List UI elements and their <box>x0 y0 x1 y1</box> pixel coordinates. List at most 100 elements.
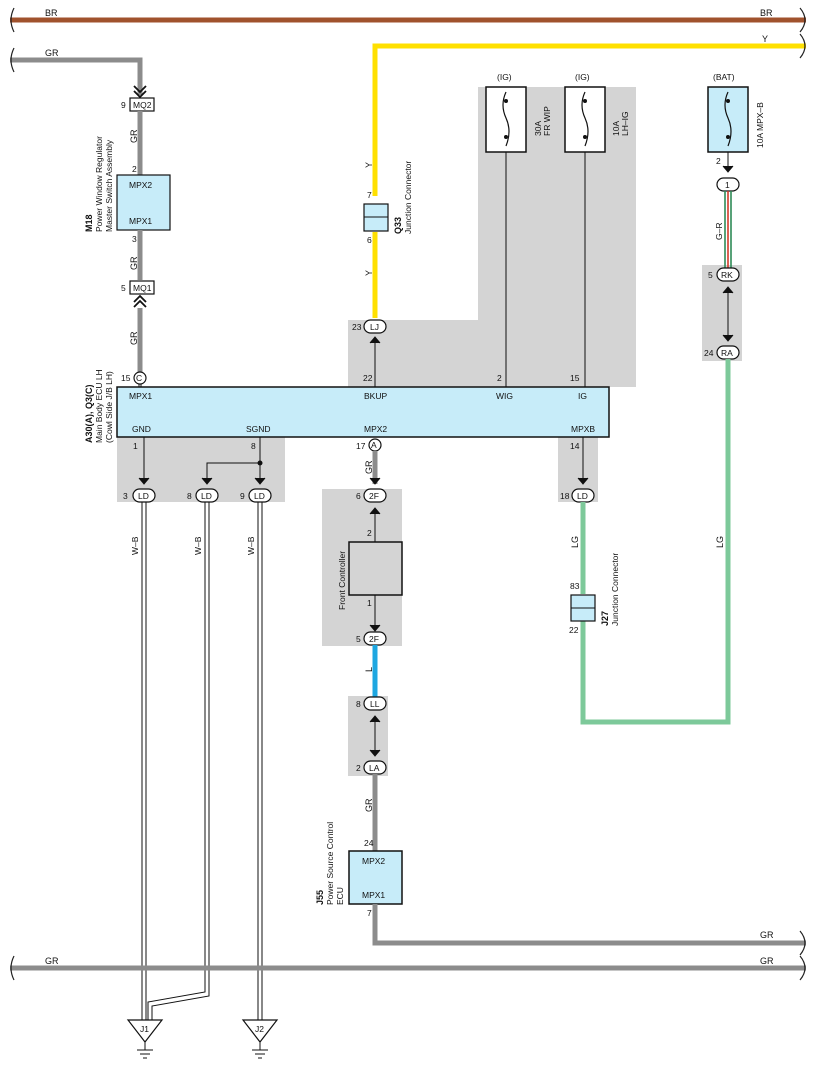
m18-pin-bot: MPX1 <box>129 216 152 226</box>
conn-ld3 <box>248 488 272 503</box>
j55-pin-bot: MPX1 <box>362 890 385 900</box>
fuse2-name-line1: 10A <box>611 121 621 136</box>
q33-code: Q33 <box>393 217 403 234</box>
y-q33-bot-label: Y <box>364 270 374 276</box>
ecu-term-gnd: GND <box>132 424 151 434</box>
j55-code: J55 <box>315 890 325 905</box>
ecu-mpx1-num: 15 <box>121 373 131 383</box>
conn-ld3-num: 9 <box>240 491 245 501</box>
fuse2-name-line2: LH–IG <box>620 111 630 136</box>
conn-ld1-label: LD <box>138 491 149 501</box>
br-bus: BR BR <box>10 7 806 33</box>
fuse-fr-wip: (IG) 30A FR WIP <box>485 72 552 387</box>
fuse-lh-ig: (IG) 10A LH–IG <box>564 72 630 387</box>
fc-pin-bot: 1 <box>367 598 372 608</box>
ecu-ig-num: 15 <box>570 373 580 383</box>
lg-j27-label: LG <box>570 536 580 548</box>
conn-2f-bot-label: 2F <box>369 634 379 644</box>
q33-pin-bot: 6 <box>367 235 372 245</box>
q33-section: Y 7 6 Q33 Junction Connector Y LJ 23 <box>352 161 413 387</box>
mq1-connector <box>129 280 155 295</box>
gr-j55-label: GR <box>364 798 374 812</box>
ecu-term-sgnd: SGND <box>246 424 271 434</box>
conn-ra-num: 24 <box>704 348 714 358</box>
ecu-gnd-num: 1 <box>133 441 138 451</box>
gr-m18-top-label: GR <box>129 129 139 143</box>
fuse3-name: 10A MPX–B <box>755 102 765 148</box>
conn-ra-label: RA <box>721 348 733 358</box>
j55-name-line1: Power Source Control <box>325 822 335 905</box>
ecu-term-mpxb: MPXB <box>571 424 595 434</box>
br-right-label: BR <box>760 8 773 18</box>
conn-one-label: 1 <box>725 180 730 190</box>
fuse1-name-line1: 30A <box>533 121 543 136</box>
conn-lj-num: 23 <box>352 322 362 332</box>
conn-ld1 <box>132 488 156 503</box>
conn-la-label: LA <box>369 763 380 773</box>
q33-pin-top: 7 <box>367 190 372 200</box>
lg-right-label: LG <box>715 536 725 548</box>
ecu-mpxb-num: 14 <box>570 441 580 451</box>
m18-pin-num-bot: 3 <box>132 234 137 244</box>
fuse3-top-label: (BAT) <box>713 72 735 82</box>
front-controller-section: 17 A GR 2F 6 2 Front Controller 1 2F 5 L… <box>337 438 403 775</box>
conn-lj-label: LJ <box>370 322 379 332</box>
j27-pin-top: 83 <box>570 581 580 591</box>
m18-name-line1: Power Window Regulator <box>94 136 104 232</box>
conn-2f-top-num: 6 <box>356 491 361 501</box>
conn-2f-top-label: 2F <box>369 491 379 501</box>
wb1-label: W–B <box>130 536 140 555</box>
m18-section: MQ2 9 GR 2 MPX2 MPX1 3 GR MQ1 5 GR M18 P… <box>84 85 171 372</box>
l-blue-label: L <box>364 667 374 672</box>
gr-bus-left-label: GR <box>45 956 59 966</box>
j55-pin-top: MPX2 <box>362 856 385 866</box>
wb3-label: W–B <box>246 536 256 555</box>
gr-m18-bot-label: GR <box>129 331 139 345</box>
fuse1-name-line2: FR WIP <box>542 106 552 136</box>
mq2-num: 9 <box>121 100 126 110</box>
q33-name: Junction Connector <box>403 161 413 234</box>
ecu-term-wig: WIG <box>496 391 513 401</box>
fc-pin-top: 2 <box>367 528 372 538</box>
g-r-label: G–R <box>714 223 724 240</box>
br-left-label: BR <box>45 8 58 18</box>
gr-bottom-right-label: GR <box>760 930 774 940</box>
fuse2-top-label: (IG) <box>575 72 590 82</box>
conn-2f-top <box>363 488 387 503</box>
gr-top-label: GR <box>45 48 59 58</box>
y-wire: Y <box>372 33 806 318</box>
ecu-term-mpx2: MPX2 <box>364 424 387 434</box>
ecu-name-line2: (Cowl Side J/B LH) <box>104 371 114 443</box>
ecu-name-line1: Main Body ECU LH <box>94 369 104 443</box>
ecu-term-ig: IG <box>578 391 587 401</box>
conn-ll <box>363 696 387 711</box>
j55-box <box>348 850 403 905</box>
conn-rk-label: RK <box>721 270 733 280</box>
conn-ld2-label: LD <box>201 491 212 501</box>
mq1-num: 5 <box>121 283 126 293</box>
ecu-conn-c: C <box>136 373 142 383</box>
j27-pin-bot: 22 <box>569 625 579 635</box>
conn-ld2-num: 8 <box>187 491 192 501</box>
gr-top-wire: GR <box>10 47 143 95</box>
ecu-wig-num: 2 <box>497 373 502 383</box>
y-q33-top-label: Y <box>364 162 374 168</box>
mq2-label: MQ2 <box>133 100 152 110</box>
gr-m18-mid-label: GR <box>129 256 139 270</box>
conn-ld2 <box>195 488 219 503</box>
m18-name-line2: Master Switch Assembly <box>104 139 114 232</box>
ecu-box <box>116 386 610 438</box>
y-right-label: Y <box>762 34 768 44</box>
m18-box <box>116 174 171 231</box>
conn-one-num: 2 <box>716 156 721 166</box>
ground-j1-symbol <box>126 1019 164 1043</box>
mpxb-branch: 2 1 G–R RK 5 RA 24 LG <box>580 152 740 725</box>
conn-la-num: 2 <box>356 763 361 773</box>
conn-2f-bot-num: 5 <box>356 634 361 644</box>
j27-section: 14 LD 18 LG 83 22 J27 Junction Connector <box>560 437 620 635</box>
gr-bus-right-label: GR <box>760 956 774 966</box>
conn-ld3-label: LD <box>254 491 265 501</box>
fuse-mpx-b: (BAT) 10A MPX–B <box>707 72 765 153</box>
conn-lj <box>363 319 387 334</box>
